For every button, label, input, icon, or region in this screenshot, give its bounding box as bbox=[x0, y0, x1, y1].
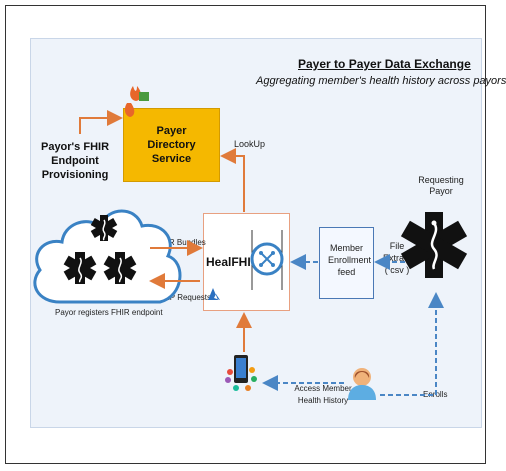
lookup-arrow bbox=[220, 148, 245, 212]
star-of-life-icon bbox=[63, 215, 137, 284]
p2p-requests-label: P2P Requests bbox=[160, 293, 211, 302]
payer-directory-service: Payer Directory Service bbox=[123, 108, 220, 182]
access-history-label: Access Member Health History bbox=[294, 384, 352, 405]
outer-frame bbox=[5, 5, 486, 464]
azure-logo-icon bbox=[208, 288, 220, 300]
diagram-subtitle: Aggregating member's health history acro… bbox=[256, 75, 506, 87]
member-enrollment-feed: Member Enrollment feed bbox=[319, 227, 374, 299]
endpoint-to-directory-arrow bbox=[79, 110, 123, 134]
cloud-caption: Payor registers FHIR endpoint bbox=[55, 308, 163, 317]
diagram-title: Payer to Payer Data Exchange bbox=[298, 57, 471, 71]
member-person-icon bbox=[348, 368, 376, 400]
member-enrollment-label: Member Enrollment feed bbox=[328, 243, 372, 277]
healfhir-label: HealFHIR bbox=[206, 255, 260, 269]
payors-fhir-endpoint-label: Payor's FHIR Endpoint Provisioning bbox=[40, 141, 110, 181]
requesting-payor-label: Requesting Payor bbox=[418, 175, 464, 196]
lookup-label: LookUp bbox=[234, 139, 266, 149]
requesting-payor-icon bbox=[400, 212, 468, 278]
file-extract-label: File Extract ( csv ) bbox=[382, 241, 411, 275]
fhir-flame-icon bbox=[124, 86, 149, 117]
payer-directory-label: Payer Directory Service bbox=[147, 125, 196, 165]
smartphone-icon bbox=[225, 355, 257, 391]
healfhir-hub-icon bbox=[250, 230, 284, 290]
enrolls-arrow bbox=[380, 292, 444, 396]
diagram-graphics bbox=[33, 86, 468, 400]
fhir-bundles-label: FHIR Bundles bbox=[156, 238, 206, 247]
